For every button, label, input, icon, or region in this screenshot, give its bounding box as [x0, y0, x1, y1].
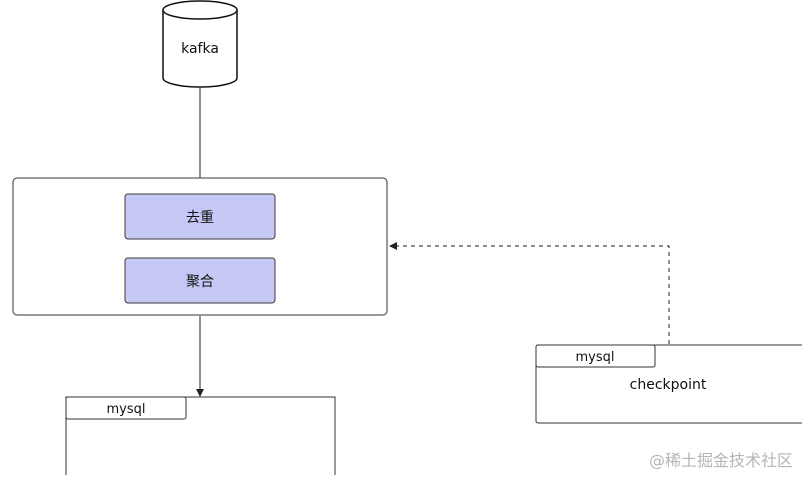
checkpoint-store-tab-label: mysql: [576, 350, 615, 365]
dedup-step: 去重: [124, 193, 276, 240]
kafka-label: kafka: [181, 41, 219, 57]
checkpoint-store: mysql checkpoint: [535, 344, 802, 424]
kafka-cylinder: kafka: [162, 0, 238, 88]
mysql-sink: mysql: [65, 396, 336, 479]
checkpoint-store-tab: [535, 344, 656, 368]
aggregate-step-label: 聚合: [186, 274, 214, 290]
mysql-sink-tab: [65, 396, 187, 420]
watermark: @稀土掘金技术社区: [649, 451, 793, 470]
mysql-sink-tab-label: mysql: [107, 402, 146, 417]
dedup-step-label: 去重: [186, 210, 214, 226]
processor-box: [12, 177, 388, 316]
checkpoint-label: checkpoint: [630, 377, 707, 393]
aggregate-step: 聚合: [124, 257, 276, 304]
checkpoint-to-processor-arrow: [389, 242, 670, 344]
